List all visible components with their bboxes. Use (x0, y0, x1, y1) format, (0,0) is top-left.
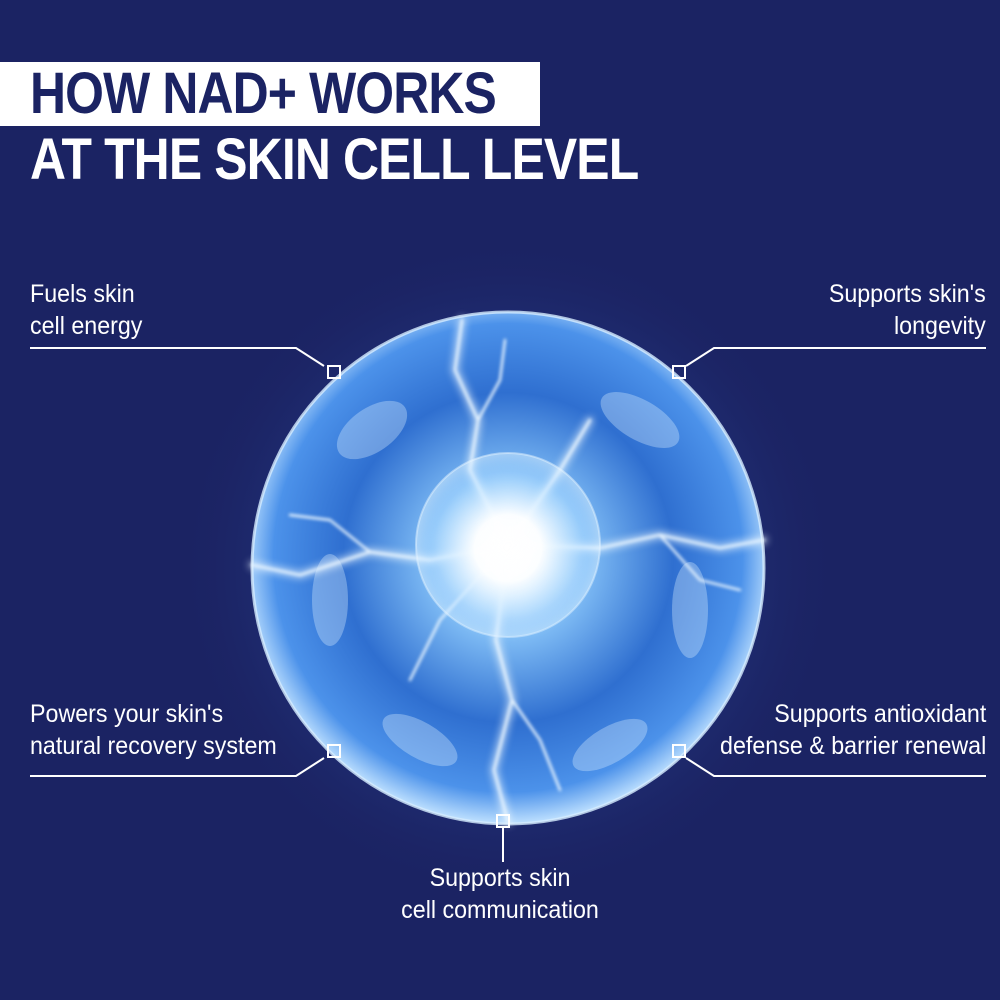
connector-bottom-left (30, 757, 325, 777)
energy-core (413, 453, 603, 643)
marker-square-bottom (496, 814, 510, 828)
callout-recovery-system: Powers your skin's natural recovery syst… (30, 698, 295, 762)
connector-top-left (30, 347, 325, 367)
callout-cell-energy: Fuels skin cell energy (30, 278, 151, 342)
callout-line: natural recovery system (30, 732, 277, 760)
marker-square-bottom-right (672, 744, 686, 758)
connector-top-right (685, 347, 986, 367)
callout-line: defense & barrier renewal (719, 732, 986, 760)
callout-line: cell energy (30, 312, 143, 340)
cell-texture (312, 392, 708, 772)
title-highlight-band (0, 62, 540, 126)
marker-square-top-right (672, 365, 686, 379)
callout-line: longevity (894, 312, 986, 340)
callout-line: cell communication (401, 896, 599, 924)
connector-lines (30, 347, 986, 862)
page-title-line1: HOW NAD+ WORKS (30, 61, 497, 126)
callout-line: Supports skin (429, 864, 571, 892)
callout-line: Powers your skin's (30, 700, 224, 728)
marker-square-bottom-left (327, 744, 341, 758)
callout-line: Supports skin's (829, 280, 986, 308)
callout-antioxidant-defense: Supports antioxidant defense & barrier r… (700, 698, 986, 762)
callout-cell-communication: Supports skin cell communication (320, 862, 680, 926)
marker-square-top-left (327, 365, 341, 379)
callout-longevity: Supports skin's longevity (817, 278, 986, 342)
page-title-line2: AT THE SKIN CELL LEVEL (30, 127, 639, 192)
connector-bottom-right (685, 757, 986, 777)
callout-line: Fuels skin (30, 280, 135, 308)
callout-line: Supports antioxidant (774, 700, 986, 728)
connector-markers (327, 365, 686, 828)
